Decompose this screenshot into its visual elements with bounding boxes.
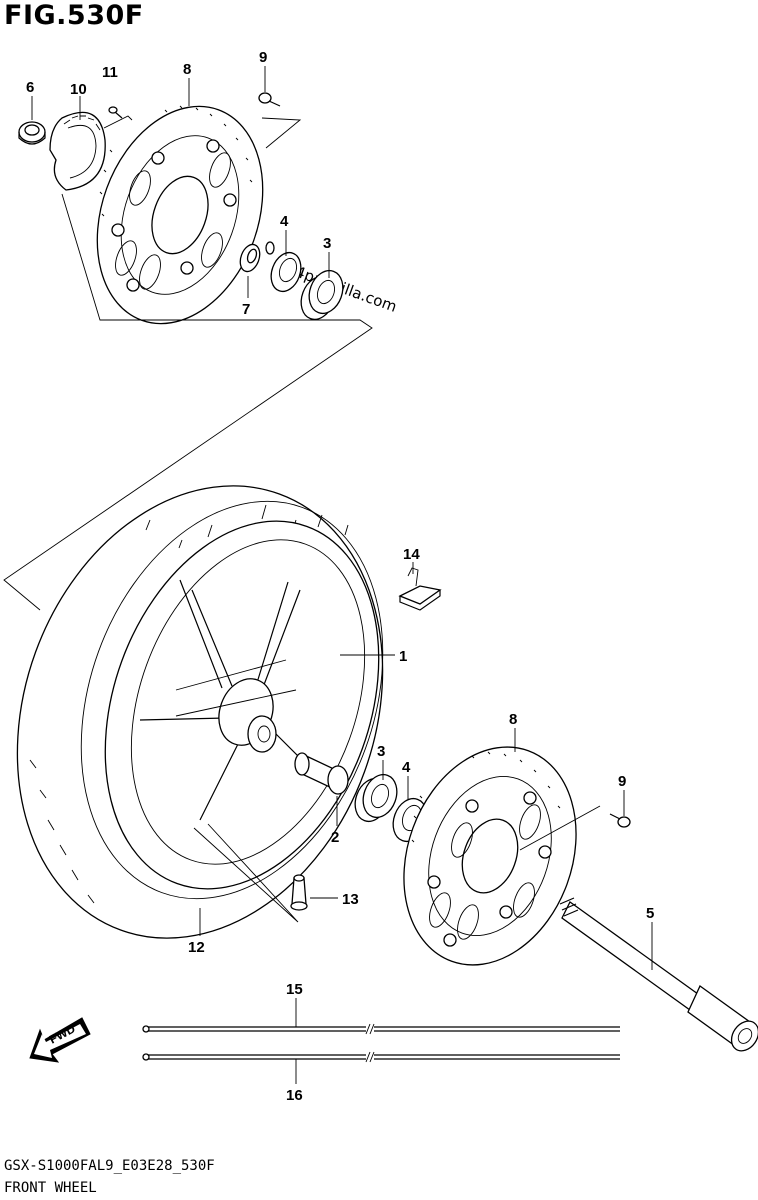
callout-8-top: 8 <box>183 61 191 78</box>
part-8-brake-disc-top[interactable] <box>68 83 291 347</box>
part-7-spacer[interactable] <box>237 241 275 274</box>
part-9-bolt-top[interactable] <box>258 92 281 107</box>
callout-11: 11 <box>102 64 118 81</box>
diagram-name: FRONT WHEEL <box>4 1180 97 1196</box>
part-1-wheel-rim[interactable] <box>57 483 428 928</box>
part-4-seal-top[interactable] <box>266 248 306 295</box>
assembly-outline <box>3 193 373 611</box>
fwd-arrow-icon: FWD <box>29 1017 91 1063</box>
part-5-axle[interactable] <box>559 897 758 1056</box>
part-6-nut[interactable] <box>18 121 46 145</box>
callout-14: 14 <box>403 546 420 563</box>
leader-9-top-b <box>261 117 302 149</box>
part-9-bolt-bottom[interactable] <box>609 813 631 828</box>
callout-12: 12 <box>188 939 205 956</box>
leader-11 <box>103 115 133 129</box>
callout-16: 16 <box>286 1087 303 1104</box>
callout-2: 2 <box>331 829 339 846</box>
callout-13: 13 <box>342 891 359 908</box>
callout-9-top: 9 <box>259 49 267 66</box>
part-10-sensor-rotor[interactable] <box>49 111 106 191</box>
callout-15: 15 <box>286 981 303 998</box>
part-3-bearing-bottom[interactable] <box>349 770 402 826</box>
leader-13-b <box>193 823 299 923</box>
callout-9-bottom: 9 <box>618 773 626 790</box>
callout-4-bottom: 4 <box>402 759 411 776</box>
part-11-screw[interactable] <box>108 106 123 119</box>
callout-4-top: 4 <box>280 213 289 230</box>
callout-3-top: 3 <box>323 235 331 252</box>
callout-6: 6 <box>26 79 34 96</box>
callout-8-bottom: 8 <box>509 711 517 728</box>
part-15-rod[interactable] <box>142 1023 620 1035</box>
callout-3-bottom: 3 <box>377 743 385 760</box>
part-8-brake-disc-bottom[interactable] <box>375 723 606 990</box>
part-13-valve[interactable] <box>290 874 308 911</box>
part-14-balance-weight[interactable] <box>398 567 442 611</box>
callout-5: 5 <box>646 905 654 922</box>
part-16-rod[interactable] <box>142 1051 620 1063</box>
callout-7: 7 <box>242 301 250 318</box>
callout-1: 1 <box>399 648 407 665</box>
diagram-code: GSX-S1000FAL9_E03E28_530F <box>4 1158 215 1174</box>
part-2-spacer[interactable] <box>294 752 349 795</box>
figure-title: FIG.530F <box>4 0 144 31</box>
part-3-bearing-top[interactable] <box>295 266 348 324</box>
callout-10: 10 <box>70 81 87 98</box>
leader-9-bottom-b <box>519 805 601 851</box>
